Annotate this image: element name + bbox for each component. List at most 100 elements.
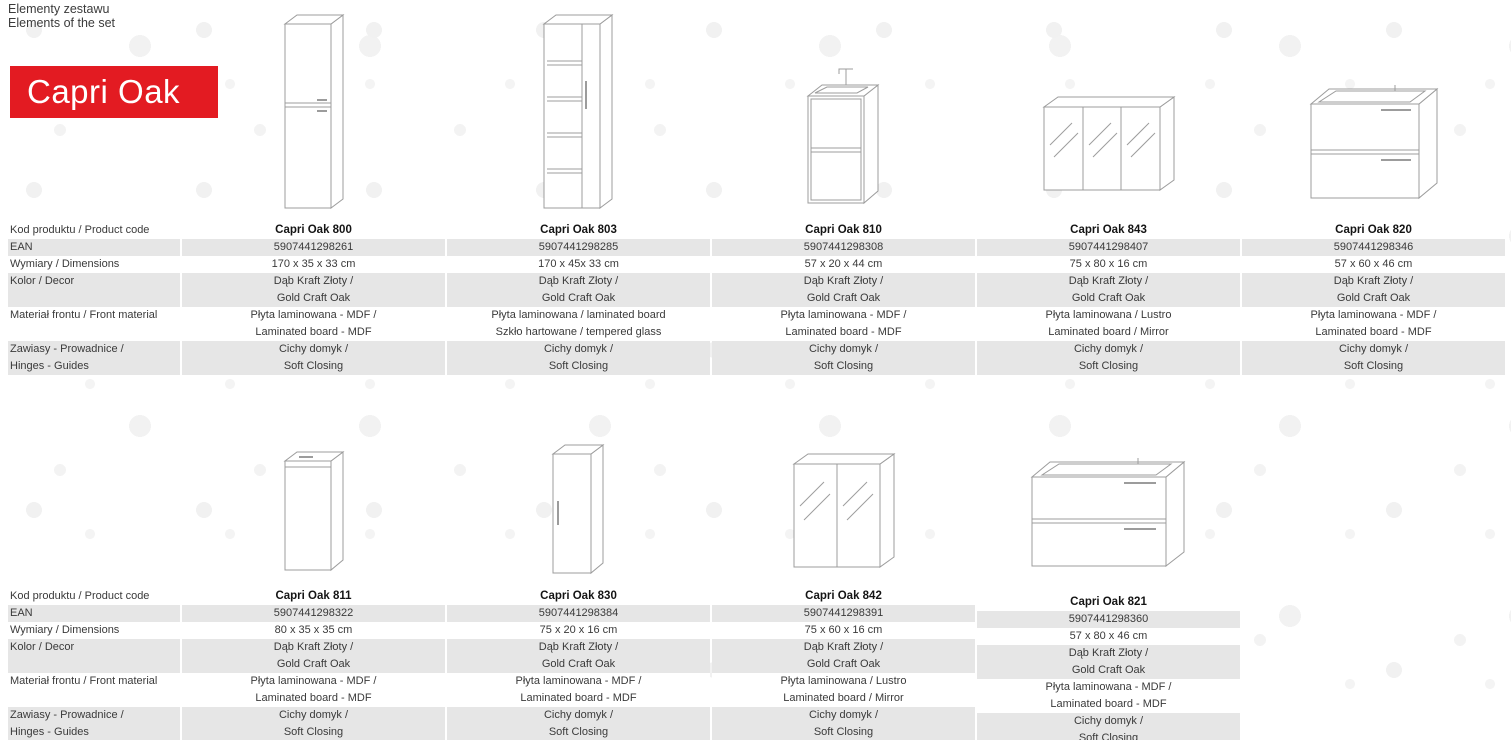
- product-column-810: Capri Oak 810 5907441298308 57 x 20 x 44…: [712, 0, 975, 375]
- product-image-842: [712, 375, 975, 588]
- label-hinges: Zawiasy - Prowadnice / Hinges - Guides: [8, 341, 180, 375]
- product-column-843: Capri Oak 843 5907441298407 75 x 80 x 16…: [977, 0, 1240, 375]
- product-dimensions: 170 x 45x 33 cm: [447, 256, 710, 273]
- label-material: Materiał frontu / Front material: [8, 307, 180, 341]
- product-color: Dąb Kraft Złoty / Gold Craft Oak: [712, 639, 975, 673]
- set-title-pl: Elementy zestawu: [8, 2, 110, 16]
- product-code: Capri Oak 800: [182, 222, 445, 239]
- product-image-810: [712, 0, 975, 222]
- product-material: Płyta laminowana - MDF / Laminated board…: [182, 307, 445, 341]
- label-dimensions: Wymiary / Dimensions: [8, 622, 180, 639]
- label-dimensions: Wymiary / Dimensions: [8, 256, 180, 273]
- product-material: Płyta laminowana - MDF / Laminated board…: [447, 673, 710, 707]
- brand-banner: Capri Oak: [10, 66, 218, 118]
- product-column-820: Capri Oak 820 5907441298346 57 x 60 x 46…: [1242, 0, 1505, 375]
- label-ean: EAN: [8, 239, 180, 256]
- product-image-821: [977, 375, 1240, 594]
- vanity-cabinet-820-drawing: [1309, 85, 1438, 200]
- label-material: Materiał frontu / Front material: [8, 673, 180, 707]
- page-header: Elementy zestawu Elements of the set: [8, 2, 115, 30]
- product-material: Płyta laminowana - MDF / Laminated board…: [712, 307, 975, 341]
- product-material: Płyta laminowana - MDF / Laminated board…: [182, 673, 445, 707]
- product-ean: 5907441298391: [712, 605, 975, 622]
- product-column-821: Capri Oak 821 5907441298360 57 x 80 x 46…: [977, 375, 1240, 740]
- product-color: Dąb Kraft Złoty / Gold Craft Oak: [1242, 273, 1505, 307]
- product-hinges: Cichy domyk / Soft Closing: [977, 341, 1240, 375]
- product-row-2: Kod produktu / Product code EAN Wymiary …: [0, 375, 1511, 740]
- product-column-803: Capri Oak 803 5907441298285 170 x 45x 33…: [447, 0, 710, 375]
- spec-labels-column-2: Kod produktu / Product code EAN Wymiary …: [8, 375, 180, 740]
- product-code: Capri Oak 821: [977, 594, 1240, 611]
- product-material: Płyta laminowana - MDF / Laminated board…: [977, 679, 1240, 713]
- product-code: Capri Oak 830: [447, 588, 710, 605]
- product-code: Capri Oak 843: [977, 222, 1240, 239]
- product-color: Dąb Kraft Złoty / Gold Craft Oak: [447, 273, 710, 307]
- shelf-cabinet-803-drawing: [542, 14, 613, 209]
- label-hinges: Zawiasy - Prowadnice / Hinges - Guides: [8, 707, 180, 740]
- product-color: Dąb Kraft Złoty / Gold Craft Oak: [977, 645, 1240, 679]
- product-dimensions: 75 x 20 x 16 cm: [447, 622, 710, 639]
- product-color: Dąb Kraft Złoty / Gold Craft Oak: [447, 639, 710, 673]
- product-ean: 5907441298285: [447, 239, 710, 256]
- vanity-cabinet-821-drawing: [1030, 458, 1185, 568]
- product-image-820: [1242, 0, 1505, 222]
- product-material: Płyta laminowana / laminated board Szkło…: [447, 307, 710, 341]
- product-hinges: Cichy domyk / Soft Closing: [182, 341, 445, 375]
- product-dimensions: 75 x 60 x 16 cm: [712, 622, 975, 639]
- product-material: Płyta laminowana / Lustro Laminated boar…: [977, 307, 1240, 341]
- product-ean: 5907441298407: [977, 239, 1240, 256]
- product-color: Dąb Kraft Złoty / Gold Craft Oak: [182, 273, 445, 307]
- product-dimensions: 57 x 60 x 46 cm: [1242, 256, 1505, 273]
- product-code: Capri Oak 803: [447, 222, 710, 239]
- product-material: Płyta laminowana / Lustro Laminated boar…: [712, 673, 975, 707]
- product-column-800: Capri Oak 800 5907441298261 170 x 35 x 3…: [182, 0, 445, 375]
- label-product-code: Kod produktu / Product code: [8, 588, 180, 605]
- product-hinges: Cichy domyk / Soft Closing: [447, 707, 710, 740]
- label-product-code: Kod produktu / Product code: [8, 222, 180, 239]
- product-row-1: Kod produktu / Product code EAN Wymiary …: [8, 0, 1505, 375]
- product-code: Capri Oak 810: [712, 222, 975, 239]
- washbasin-cabinet-810-drawing: [806, 68, 879, 205]
- product-column-842: Capri Oak 842 5907441298391 75 x 60 x 16…: [712, 375, 975, 740]
- product-hinges: Cichy domyk / Soft Closing: [182, 707, 445, 740]
- product-code: Capri Oak 842: [712, 588, 975, 605]
- product-color: Dąb Kraft Złoty / Gold Craft Oak: [712, 273, 975, 307]
- product-code: Capri Oak 811: [182, 588, 445, 605]
- wall-cabinet-811-drawing: [283, 451, 344, 572]
- product-dimensions: 57 x 20 x 44 cm: [712, 256, 975, 273]
- wall-cabinet-830-drawing: [551, 444, 604, 575]
- mirror-cabinet-843-drawing: [1041, 96, 1176, 191]
- tall-cabinet-800-drawing: [283, 14, 344, 209]
- product-ean: 5907441298384: [447, 605, 710, 622]
- product-hinges: Cichy domyk / Soft Closing: [447, 341, 710, 375]
- product-ean: 5907441298261: [182, 239, 445, 256]
- label-ean: EAN: [8, 605, 180, 622]
- product-ean: 5907441298360: [977, 611, 1240, 628]
- product-hinges: Cichy domyk / Soft Closing: [977, 713, 1240, 740]
- product-image-830: [447, 375, 710, 588]
- product-image-843: [977, 0, 1240, 222]
- label-color: Kolor / Decor: [8, 273, 180, 307]
- product-ean: 5907441298308: [712, 239, 975, 256]
- product-dimensions: 75 x 80 x 16 cm: [977, 256, 1240, 273]
- product-color: Dąb Kraft Złoty / Gold Craft Oak: [977, 273, 1240, 307]
- product-material: Płyta laminowana - MDF / Laminated board…: [1242, 307, 1505, 341]
- product-color: Dąb Kraft Złoty / Gold Craft Oak: [182, 639, 445, 673]
- brand-name: Capri Oak: [27, 73, 181, 110]
- product-hinges: Cichy domyk / Soft Closing: [1242, 341, 1505, 375]
- spec-labels-column-1: Kod produktu / Product code EAN Wymiary …: [8, 0, 180, 375]
- product-code: Capri Oak 820: [1242, 222, 1505, 239]
- product-ean: 5907441298346: [1242, 239, 1505, 256]
- labels-spacer-2: [8, 375, 180, 588]
- product-column-811: Capri Oak 811 5907441298322 80 x 35 x 35…: [182, 375, 445, 740]
- product-image-803: [447, 0, 710, 222]
- empty-column: [1242, 375, 1505, 740]
- product-ean: 5907441298322: [182, 605, 445, 622]
- product-image-811: [182, 375, 445, 588]
- product-column-830: Capri Oak 830 5907441298384 75 x 20 x 16…: [447, 375, 710, 740]
- product-dimensions: 170 x 35 x 33 cm: [182, 256, 445, 273]
- product-dimensions: 80 x 35 x 35 cm: [182, 622, 445, 639]
- mirror-cabinet-842-drawing: [791, 453, 896, 568]
- label-color: Kolor / Decor: [8, 639, 180, 673]
